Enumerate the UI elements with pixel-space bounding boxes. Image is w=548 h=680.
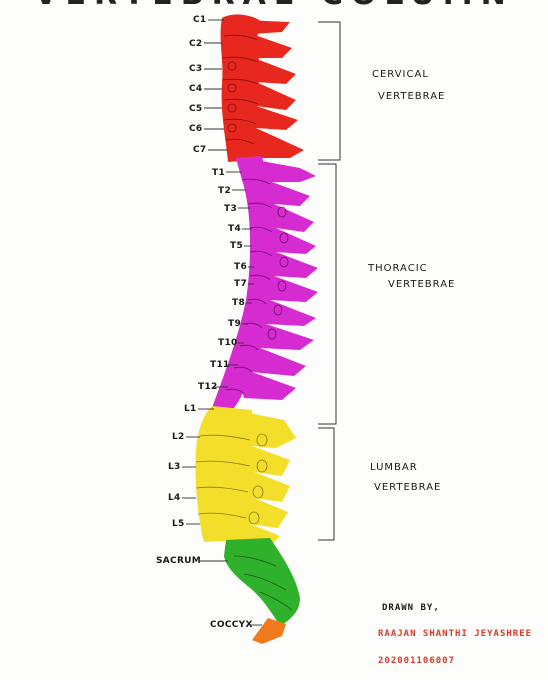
lumbar-brace (318, 427, 335, 541)
cervical-label-line2: VERTEBRAE (378, 91, 445, 102)
thoracic-bodies (212, 156, 271, 410)
label-t3: T3 (224, 204, 237, 214)
credit-name: RAAJAN SHANTHI JEYASHREE (378, 629, 532, 639)
label-l1: L1 (184, 404, 197, 414)
lumbar-bodies (195, 406, 253, 542)
label-sacrum: SACRUM (156, 556, 201, 566)
label-t6: T6 (234, 262, 247, 272)
coccyx-shape (252, 618, 286, 644)
label-t2: T2 (218, 186, 231, 196)
label-l3: L3 (168, 462, 181, 472)
region-braces (318, 21, 341, 541)
label-c5: C5 (189, 104, 202, 114)
label-l2: L2 (172, 432, 185, 442)
lumbar-label-line1: LUMBAR (370, 462, 418, 473)
label-l4: L4 (168, 493, 181, 503)
vertebra-labels: C1 C2 C3 C4 C5 C6 C7 T1 T2 T3 T4 T5 T6 T… (156, 15, 262, 630)
coccyx-region (252, 618, 286, 644)
label-t8: T8 (232, 298, 245, 308)
thoracic-brace (318, 163, 337, 425)
label-t9: T9 (228, 319, 241, 329)
cervical-brace (318, 21, 341, 161)
label-c7: C7 (193, 145, 206, 155)
lumbar-region (195, 406, 296, 548)
cervical-region (220, 14, 304, 162)
label-c1: C1 (193, 15, 206, 25)
label-c6: C6 (189, 124, 202, 134)
thoracic-label-line1: THORACIC (367, 263, 428, 274)
label-t11: T11 (210, 360, 230, 370)
label-l5: L5 (172, 519, 185, 529)
label-coccyx: COCCYX (210, 620, 253, 630)
lumbar-label-line2: VERTEBRAE (374, 482, 441, 493)
sacrum-region (224, 538, 300, 626)
lumbar-processes (240, 412, 296, 548)
thoracic-label-line2: VERTEBRAE (388, 279, 455, 290)
credit-drawn-by: DRAWN BY, (382, 603, 440, 613)
cervical-label-line1: CERVICAL (372, 69, 429, 80)
label-c4: C4 (189, 84, 202, 94)
label-t7: T7 (234, 279, 247, 289)
credit-id: 202001106007 (378, 656, 455, 666)
diagram-title: VERTEBRAE COLUMN (34, 0, 513, 12)
sacrum-shape (224, 538, 300, 626)
label-c3: C3 (189, 64, 202, 74)
label-t1: T1 (212, 168, 225, 178)
label-t12: T12 (198, 382, 218, 392)
cervical-processes (240, 20, 304, 158)
label-t10: T10 (218, 338, 238, 348)
label-t4: T4 (228, 224, 241, 234)
label-t5: T5 (230, 241, 243, 251)
thoracic-processes (240, 160, 318, 400)
label-c2: C2 (189, 39, 202, 49)
thoracic-region (212, 156, 318, 410)
